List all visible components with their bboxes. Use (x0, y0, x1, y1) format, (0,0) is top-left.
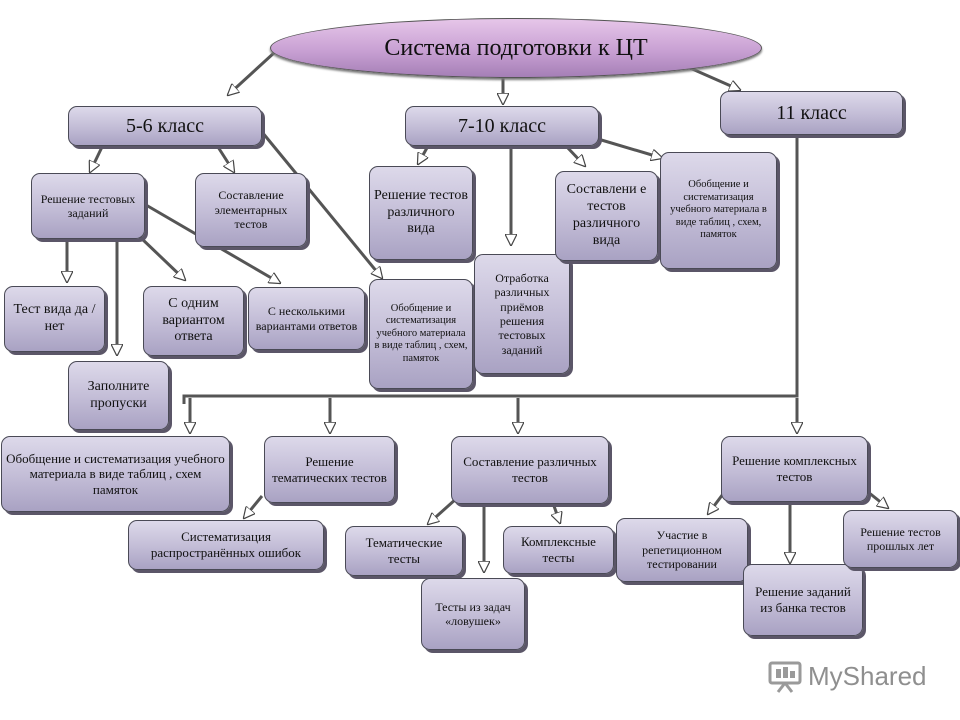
arrow-7-10-to-solve (416, 145, 430, 164)
node-generalize-7-10: Обобщение и систематизация учебного мате… (660, 152, 777, 269)
arrow-compose-to-complex-tests (554, 505, 560, 523)
node-one-answer: С одним вариантом ответа (143, 286, 244, 356)
node-solve-complex: Решение комплексных тестов (721, 436, 868, 502)
watermark-text: MyShared (808, 660, 927, 691)
level-7-10-box: 7-10 класс (405, 106, 599, 146)
node-yes-no: Тест вида да /нет (4, 286, 105, 352)
node-generalize-bottom: Обобщение и систематизация учебного мате… (1, 436, 230, 512)
arrow-title-to-5-6 (228, 50, 277, 95)
node-practice-methods: Отработка различных приёмов решения тест… (474, 254, 570, 374)
node-multi-answers: С несколькими вариантами ответов (248, 287, 365, 350)
diagram-title: Система подготовки к ЦТ (270, 18, 762, 78)
node-compose-tests: Составление различных тестов (451, 436, 609, 504)
arrow-5-6-to-test-tasks (88, 146, 104, 172)
line-11-down (182, 136, 799, 404)
arrow-title-to-11 (689, 66, 740, 90)
arrow-5-6-to-generalize (260, 131, 382, 278)
arrow-5-6-to-compose (216, 146, 234, 172)
watermark: MyShared (768, 656, 927, 696)
arrow-7-10-to-compose (564, 144, 585, 166)
node-thematic: Решение тематических тестов (264, 436, 395, 503)
node-generalize-mid: Обобщение и систематизация учебного мате… (369, 279, 473, 389)
node-trap-tests: Тесты из задач «ловушек» (421, 578, 525, 650)
node-errors: Систематизация распространённых ошибок (128, 520, 324, 570)
arrow-tasks-to-one (138, 235, 185, 280)
arrow-7-10-to-generalize (597, 137, 662, 158)
arrow-complex-to-past (867, 490, 888, 508)
node-fill-gaps: Заполните пропуски (68, 361, 169, 430)
arrow-thematic-to-errors (244, 495, 264, 518)
node-bank: Решение заданий из банка тестов (743, 564, 863, 636)
node-compose-various: Составлени е тестов различного вида (555, 171, 658, 261)
level-11-box: 11 класс (720, 91, 903, 135)
presentation-board-icon (768, 661, 802, 693)
node-solve-various: Решение тестов различного вида (369, 166, 473, 260)
node-compose-elementary: Составление элементарных тестов (195, 173, 307, 247)
level-5-6-box: 5-6 класс (68, 106, 262, 146)
node-past-years: Решение тестов прошлых лет (843, 510, 958, 568)
node-test-tasks: Решение тестовых заданий (31, 173, 145, 239)
node-thematic-tests: Тематические тесты (345, 526, 463, 576)
node-rehearsal: Участие в репетиционном тестировании (616, 518, 748, 582)
node-complex-tests: Комплексные тесты (503, 526, 614, 574)
